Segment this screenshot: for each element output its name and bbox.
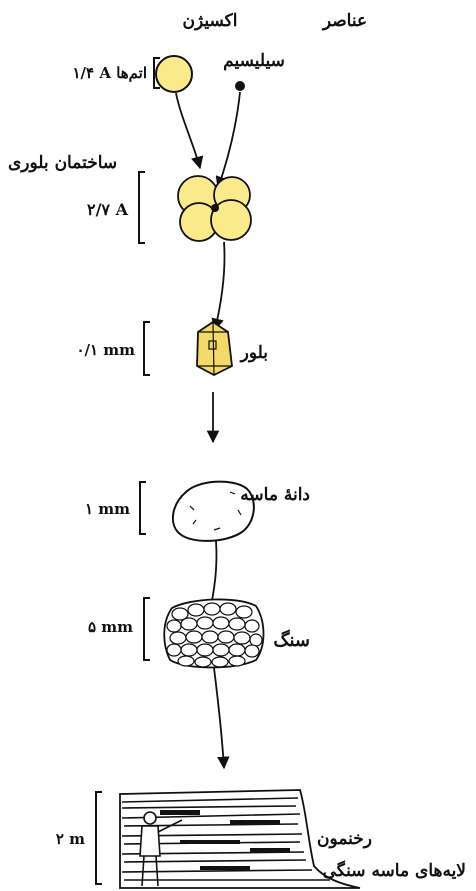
silicon-arrow xyxy=(215,91,241,190)
structure-to-crystal-arrow xyxy=(211,241,226,332)
atoms-scale-label: ۱/۴ A اتم‌ها xyxy=(73,64,148,82)
label-silicon: سیلیسیم xyxy=(223,51,285,71)
label-oxygen: اکسیژن xyxy=(183,11,238,31)
label-sandstone-layers: لایه‌های ماسه سنگی xyxy=(323,860,466,881)
label-elements: عناصر xyxy=(321,11,367,31)
outcrop-scale-label: ۲ m xyxy=(56,830,85,848)
rock-to-outcrop-arrow xyxy=(213,667,230,770)
outcrop-drawing xyxy=(119,789,361,889)
rock-grains xyxy=(163,598,265,669)
crystal-structure-atoms xyxy=(177,175,252,242)
structure-scale-label: ۲/۷ A xyxy=(87,200,129,219)
label-rock: سنگ xyxy=(273,629,310,651)
structure-scale: ۲/۷ A xyxy=(87,171,145,244)
silicon-atom xyxy=(235,81,245,91)
oxygen-atom xyxy=(155,55,193,93)
crystal-scale-label: ۰/۱ mm xyxy=(76,341,135,359)
label-crystal-structure: ساختمان بلوری xyxy=(8,153,117,173)
quartz-crystal xyxy=(196,320,233,377)
geologist-figure xyxy=(139,811,183,887)
sand-grain xyxy=(171,480,255,542)
grain-scale-label: ۱ mm xyxy=(85,500,130,518)
label-crystal: بلور xyxy=(239,343,268,363)
label-outcrop: رخنمون xyxy=(317,829,372,849)
rock-scale-label: ۵ mm xyxy=(88,618,133,636)
oxygen-arrow xyxy=(175,92,204,170)
grain-scale: ۱ mm xyxy=(85,481,146,535)
outcrop-scale: ۲ m xyxy=(56,791,102,885)
label-sand-grain: دانهٔ ماسه xyxy=(240,485,310,505)
crystal-scale: ۰/۱ mm xyxy=(76,321,150,376)
atoms-scale: ۱/۴ A اتم‌ها xyxy=(73,57,160,89)
rock-scale: ۵ mm xyxy=(88,597,150,661)
